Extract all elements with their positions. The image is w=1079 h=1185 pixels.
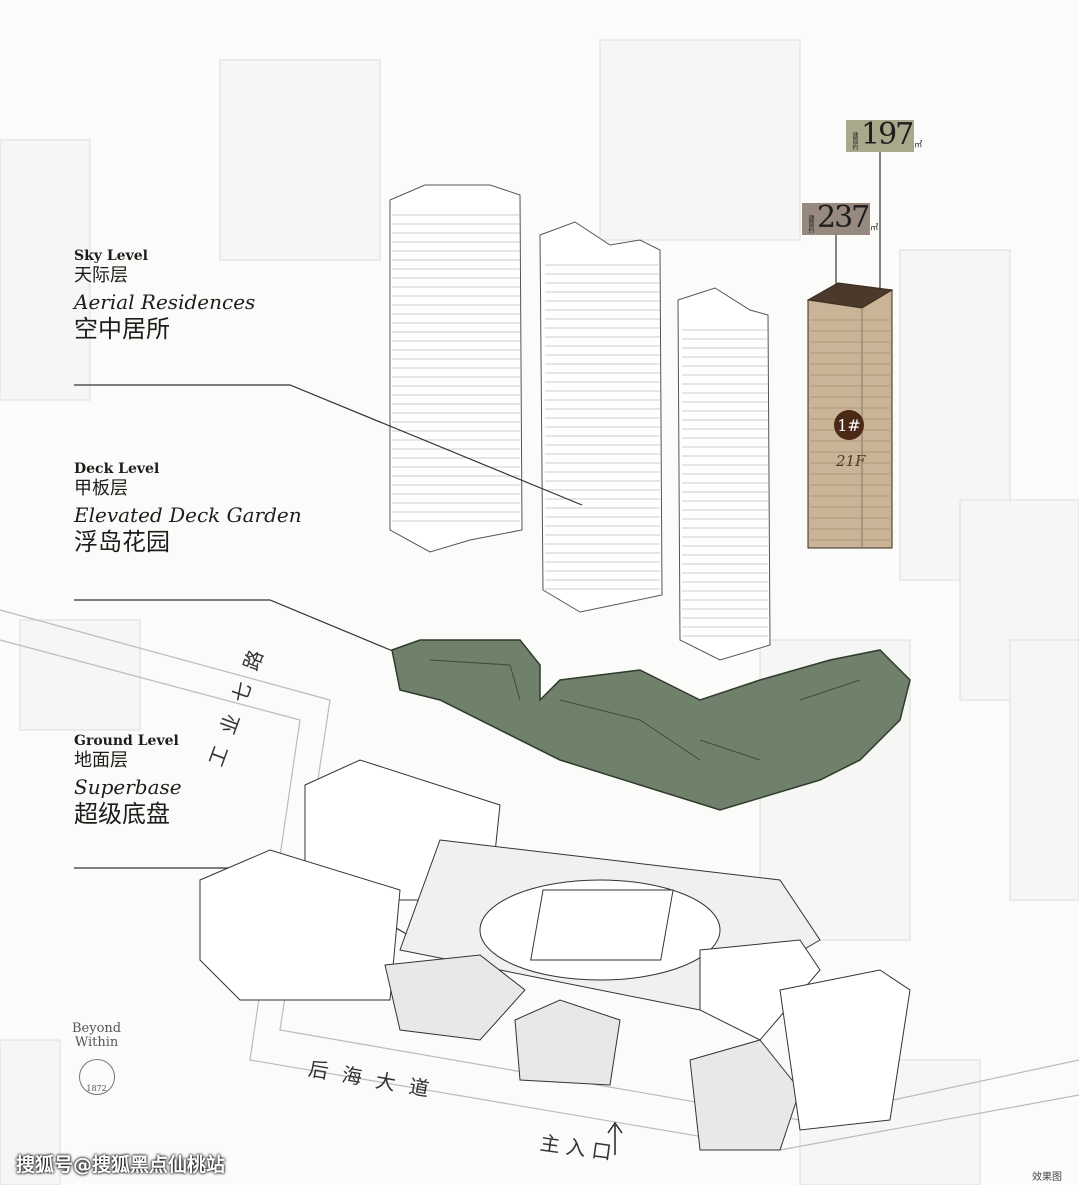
area-tag: 建面约 bbox=[807, 215, 814, 233]
area-unit: ㎡ bbox=[914, 140, 923, 149]
deck-level-title-zh: 浮岛花园 bbox=[74, 527, 170, 556]
deck-details bbox=[429, 659, 861, 761]
area-value: 197 bbox=[861, 117, 914, 152]
deck-level-title-en: Elevated Deck Garden bbox=[74, 502, 302, 527]
building-1-floor-lines bbox=[810, 319, 890, 541]
logo-line1: Beyond bbox=[72, 1021, 122, 1036]
building-number-badge: 1# bbox=[834, 410, 864, 440]
ground-level-title-en: Superbase bbox=[74, 774, 182, 799]
tower-1 bbox=[389, 184, 523, 553]
ground-superbase bbox=[199, 759, 911, 1151]
deck-level-zh: 甲板层 bbox=[74, 478, 128, 500]
tower-2 bbox=[539, 221, 663, 613]
unit-area-197: 建面约 197 ㎡ bbox=[846, 117, 922, 152]
area-value: 237 bbox=[817, 200, 870, 235]
deck-level-label: Deck Level 甲板层 Elevated Deck Garden 浮岛花园 bbox=[74, 461, 302, 556]
sky-level-zh: 天际层 bbox=[74, 265, 128, 287]
unit-area-237: 建面约 237 ㎡ bbox=[802, 200, 878, 235]
sky-level-en: Sky Level bbox=[74, 248, 148, 264]
watermark: 搜狐号@搜狐黑点仙桃站 bbox=[16, 1154, 226, 1176]
deck-garden bbox=[391, 639, 911, 811]
sky-level-title-zh: 空中居所 bbox=[74, 314, 170, 343]
logo-seal: 1872 bbox=[78, 1058, 115, 1095]
ground-level-en: Ground Level bbox=[74, 733, 179, 749]
entrance-arrow bbox=[607, 1121, 623, 1155]
render-note: 效果图 bbox=[1032, 1172, 1062, 1183]
area-tag: 建面约 bbox=[851, 132, 858, 150]
brand-logo: Beyond Within 1872 bbox=[72, 1021, 122, 1095]
ground-level-title-zh: 超级底盘 bbox=[74, 799, 170, 828]
ground-level-zh: 地面层 bbox=[74, 750, 128, 772]
area-unit: ㎡ bbox=[870, 223, 879, 232]
sky-level-title-en: Aerial Residences bbox=[74, 289, 256, 314]
building-floors: 21F bbox=[836, 452, 866, 470]
tower-floor-lines bbox=[392, 214, 768, 637]
logo-line2: Within bbox=[74, 1035, 119, 1051]
sky-level-label: Sky Level 天际层 Aerial Residences 空中居所 bbox=[74, 248, 255, 343]
deck-level-en: Deck Level bbox=[74, 461, 160, 477]
ground-level-label: Ground Level 地面层 Superbase 超级底盘 bbox=[74, 733, 182, 828]
